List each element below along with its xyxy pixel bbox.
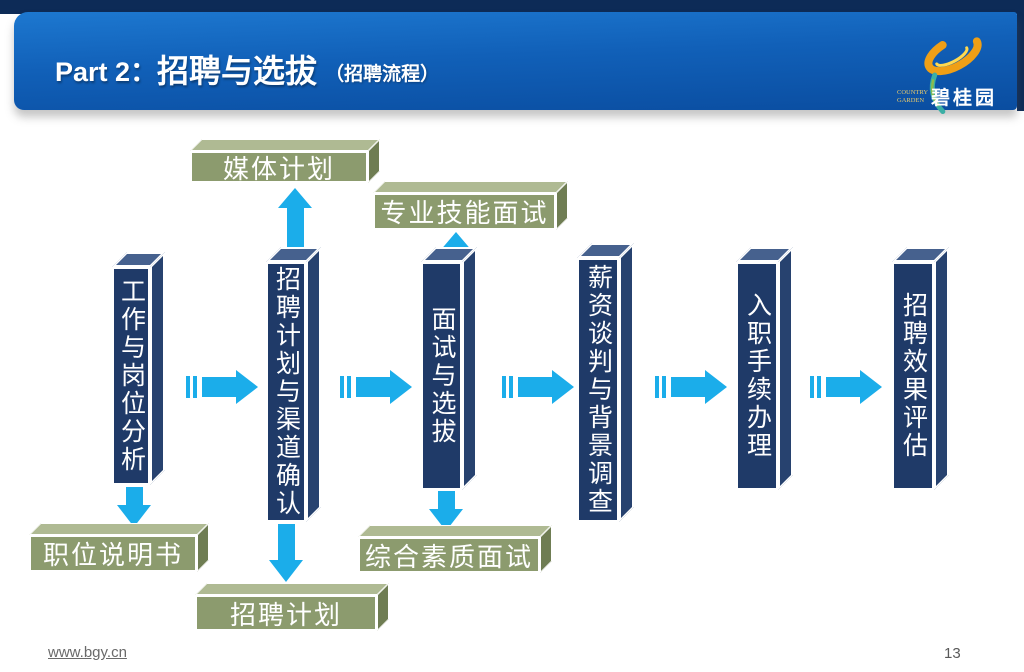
page-title: Part 2： 招聘与选拔 （招聘流程）: [55, 12, 439, 110]
arrow-up-icon: [277, 188, 313, 252]
flow-step-label: 面试与选拔: [428, 306, 456, 446]
pillar-front-face: 入职手续办理: [736, 262, 778, 490]
footer-url-link[interactable]: www.bgy.cn: [48, 644, 127, 661]
logo-brand-text: 碧桂园: [930, 86, 997, 109]
pillar-side-face: [306, 247, 321, 522]
title-subtitle: （招聘流程）: [325, 63, 440, 85]
arrow-right-icon: [502, 370, 574, 404]
pillar-front-face: 工作与岗位分析: [112, 267, 150, 485]
flow-step-onboarding: 入职手续办理: [736, 247, 793, 490]
box-top-face: [195, 583, 389, 595]
arrow-right-icon: [810, 370, 882, 404]
flow-step-effect-evaluation: 招聘效果评估: [892, 247, 949, 490]
arrow-right-icon: [655, 370, 727, 404]
page-number: 13: [944, 645, 961, 662]
pillar-side-face: [462, 247, 477, 490]
pillar-front-face: 招聘计划与渠道确认: [266, 262, 306, 522]
callout-label: 媒体计划: [190, 151, 368, 184]
pillar-side-face: [934, 247, 949, 490]
callout-label: 专业技能面试: [373, 193, 556, 230]
arrow-down-icon: [268, 524, 304, 582]
arrow-right-icon: [340, 370, 412, 404]
callout-recruit-plan: 招聘计划: [195, 583, 389, 631]
box-top-face: [29, 523, 209, 535]
flow-step-label: 薪资谈判与背景调查: [584, 264, 613, 516]
country-garden-logo-icon: COUNTRY GARDEN 碧桂园: [897, 32, 997, 115]
pillar-front-face: 面试与选拔: [421, 262, 462, 490]
logo-en-line1: COUNTRY: [897, 89, 928, 96]
callout-media-plan: 媒体计划: [190, 139, 380, 184]
flow-step-label: 招聘效果评估: [899, 292, 928, 460]
pillar-front-face: 薪资谈判与背景调查: [577, 258, 619, 522]
header-top-strip: [0, 0, 1024, 14]
arrow-down-icon: [116, 487, 152, 527]
callout-skill-interview: 专业技能面试: [373, 181, 568, 230]
pillar-side-face: [778, 247, 793, 490]
flow-step-job-analysis: 工作与岗位分析: [112, 252, 165, 485]
pillar-side-face: [150, 252, 165, 485]
title-part-label: Part 2：: [55, 56, 158, 87]
pillar-side-face: [619, 243, 634, 522]
header-right-strip: [1017, 0, 1024, 111]
flow-step-label: 招聘计划与渠道确认: [272, 266, 301, 518]
callout-label: 职位说明书: [29, 535, 197, 572]
box-top-face: [358, 525, 552, 537]
box-top-face: [373, 181, 568, 193]
callout-job-description: 职位说明书: [29, 523, 209, 572]
flow-step-salary-background: 薪资谈判与背景调查: [577, 243, 634, 522]
pillar-front-face: 招聘效果评估: [892, 262, 934, 490]
flow-step-recruit-plan-channel: 招聘计划与渠道确认: [266, 247, 321, 522]
callout-label: 综合素质面试: [358, 537, 540, 573]
title-main: 招聘与选拔: [157, 53, 318, 89]
header-bar: Part 2： 招聘与选拔 （招聘流程） COUNTRY GARDEN 碧桂园: [14, 12, 1017, 115]
arrow-right-icon: [186, 370, 258, 404]
logo-en-line2: GARDEN: [897, 97, 924, 104]
flow-step-interview-selection: 面试与选拔: [421, 247, 477, 490]
callout-quality-interview: 综合素质面试: [358, 525, 552, 573]
flow-step-label: 入职手续办理: [743, 292, 772, 460]
flow-step-label: 工作与岗位分析: [117, 278, 146, 474]
callout-label: 招聘计划: [195, 595, 377, 631]
